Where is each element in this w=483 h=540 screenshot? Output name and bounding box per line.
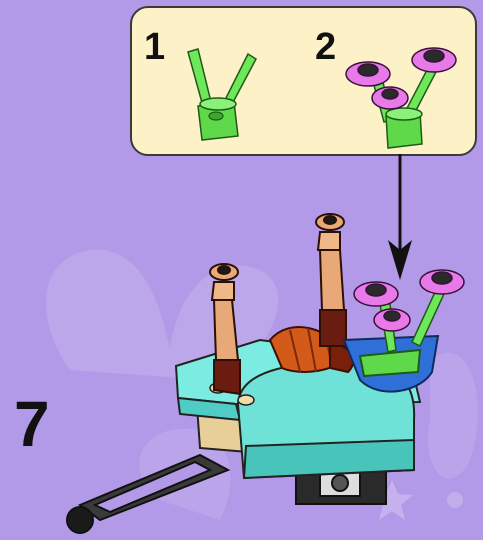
step-number: 7 [14,392,50,456]
